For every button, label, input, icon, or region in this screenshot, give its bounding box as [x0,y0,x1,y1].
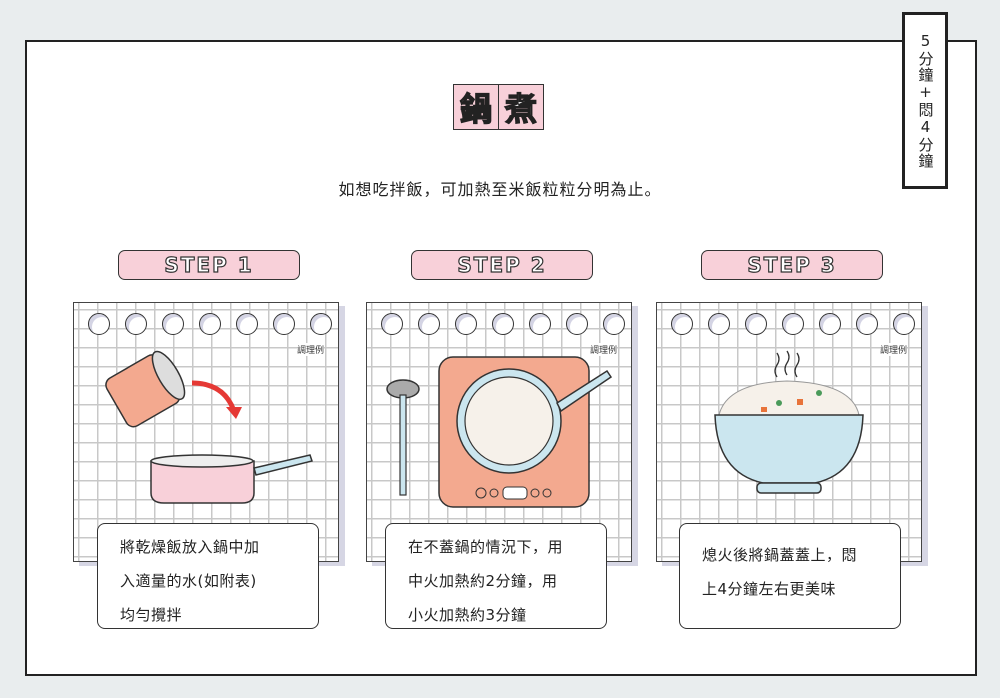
stove-pot-illustration [386,356,613,508]
step-3-instructions: 熄火後將鍋蓋蓋上，悶 上4分鐘左右更美味 [679,523,901,629]
example-label: 調理例 [589,343,617,356]
example-label: 調理例 [879,343,907,356]
step-2-instructions: 在不蓋鍋的情況下，用 中火加熱約2分鐘，用 小火加熱約3分鐘 [385,523,607,629]
step-2-card: 調理例 [366,302,632,562]
instruction-line: 熄火後將鍋蓋蓋上，悶 [702,546,858,564]
instruction-line: 將乾燥飯放入鍋中加 [120,538,260,556]
instruction-line: 在不蓋鍋的情況下，用 [408,538,564,556]
example-label: 調理例 [296,343,324,356]
instruction-line: 中火加熱約2分鐘，用 [408,572,558,590]
instruction-line: 小火加熱約3分鐘 [408,606,527,624]
time-label: 5分鐘+悶4分鐘 [902,12,948,189]
rice-into-pot-illustration [105,350,313,504]
step-1-card: 調理例 [73,302,339,562]
step-2-label: STEP 2 [411,250,593,280]
instruction-line: 入適量的水(如附表) [120,572,257,590]
instruction-line: 均勻攪拌 [120,606,183,624]
instruction-line: 上4分鐘左右更美味 [702,580,837,598]
title-char: 煮 [498,85,543,129]
rice-bowl-illustration [714,350,864,494]
step-1-label: STEP 1 [118,250,300,280]
subtitle: 如想吃拌飯，可加熱至米飯粒粒分明為止。 [338,180,662,199]
step-3-card: 調理例 [656,302,922,562]
page-title: 鍋 煮 [453,84,544,130]
title-char: 鍋 [454,85,498,129]
step-1-instructions: 將乾燥飯放入鍋中加 入適量的水(如附表) 均勻攪拌 [97,523,319,629]
step-3-label: STEP 3 [701,250,883,280]
